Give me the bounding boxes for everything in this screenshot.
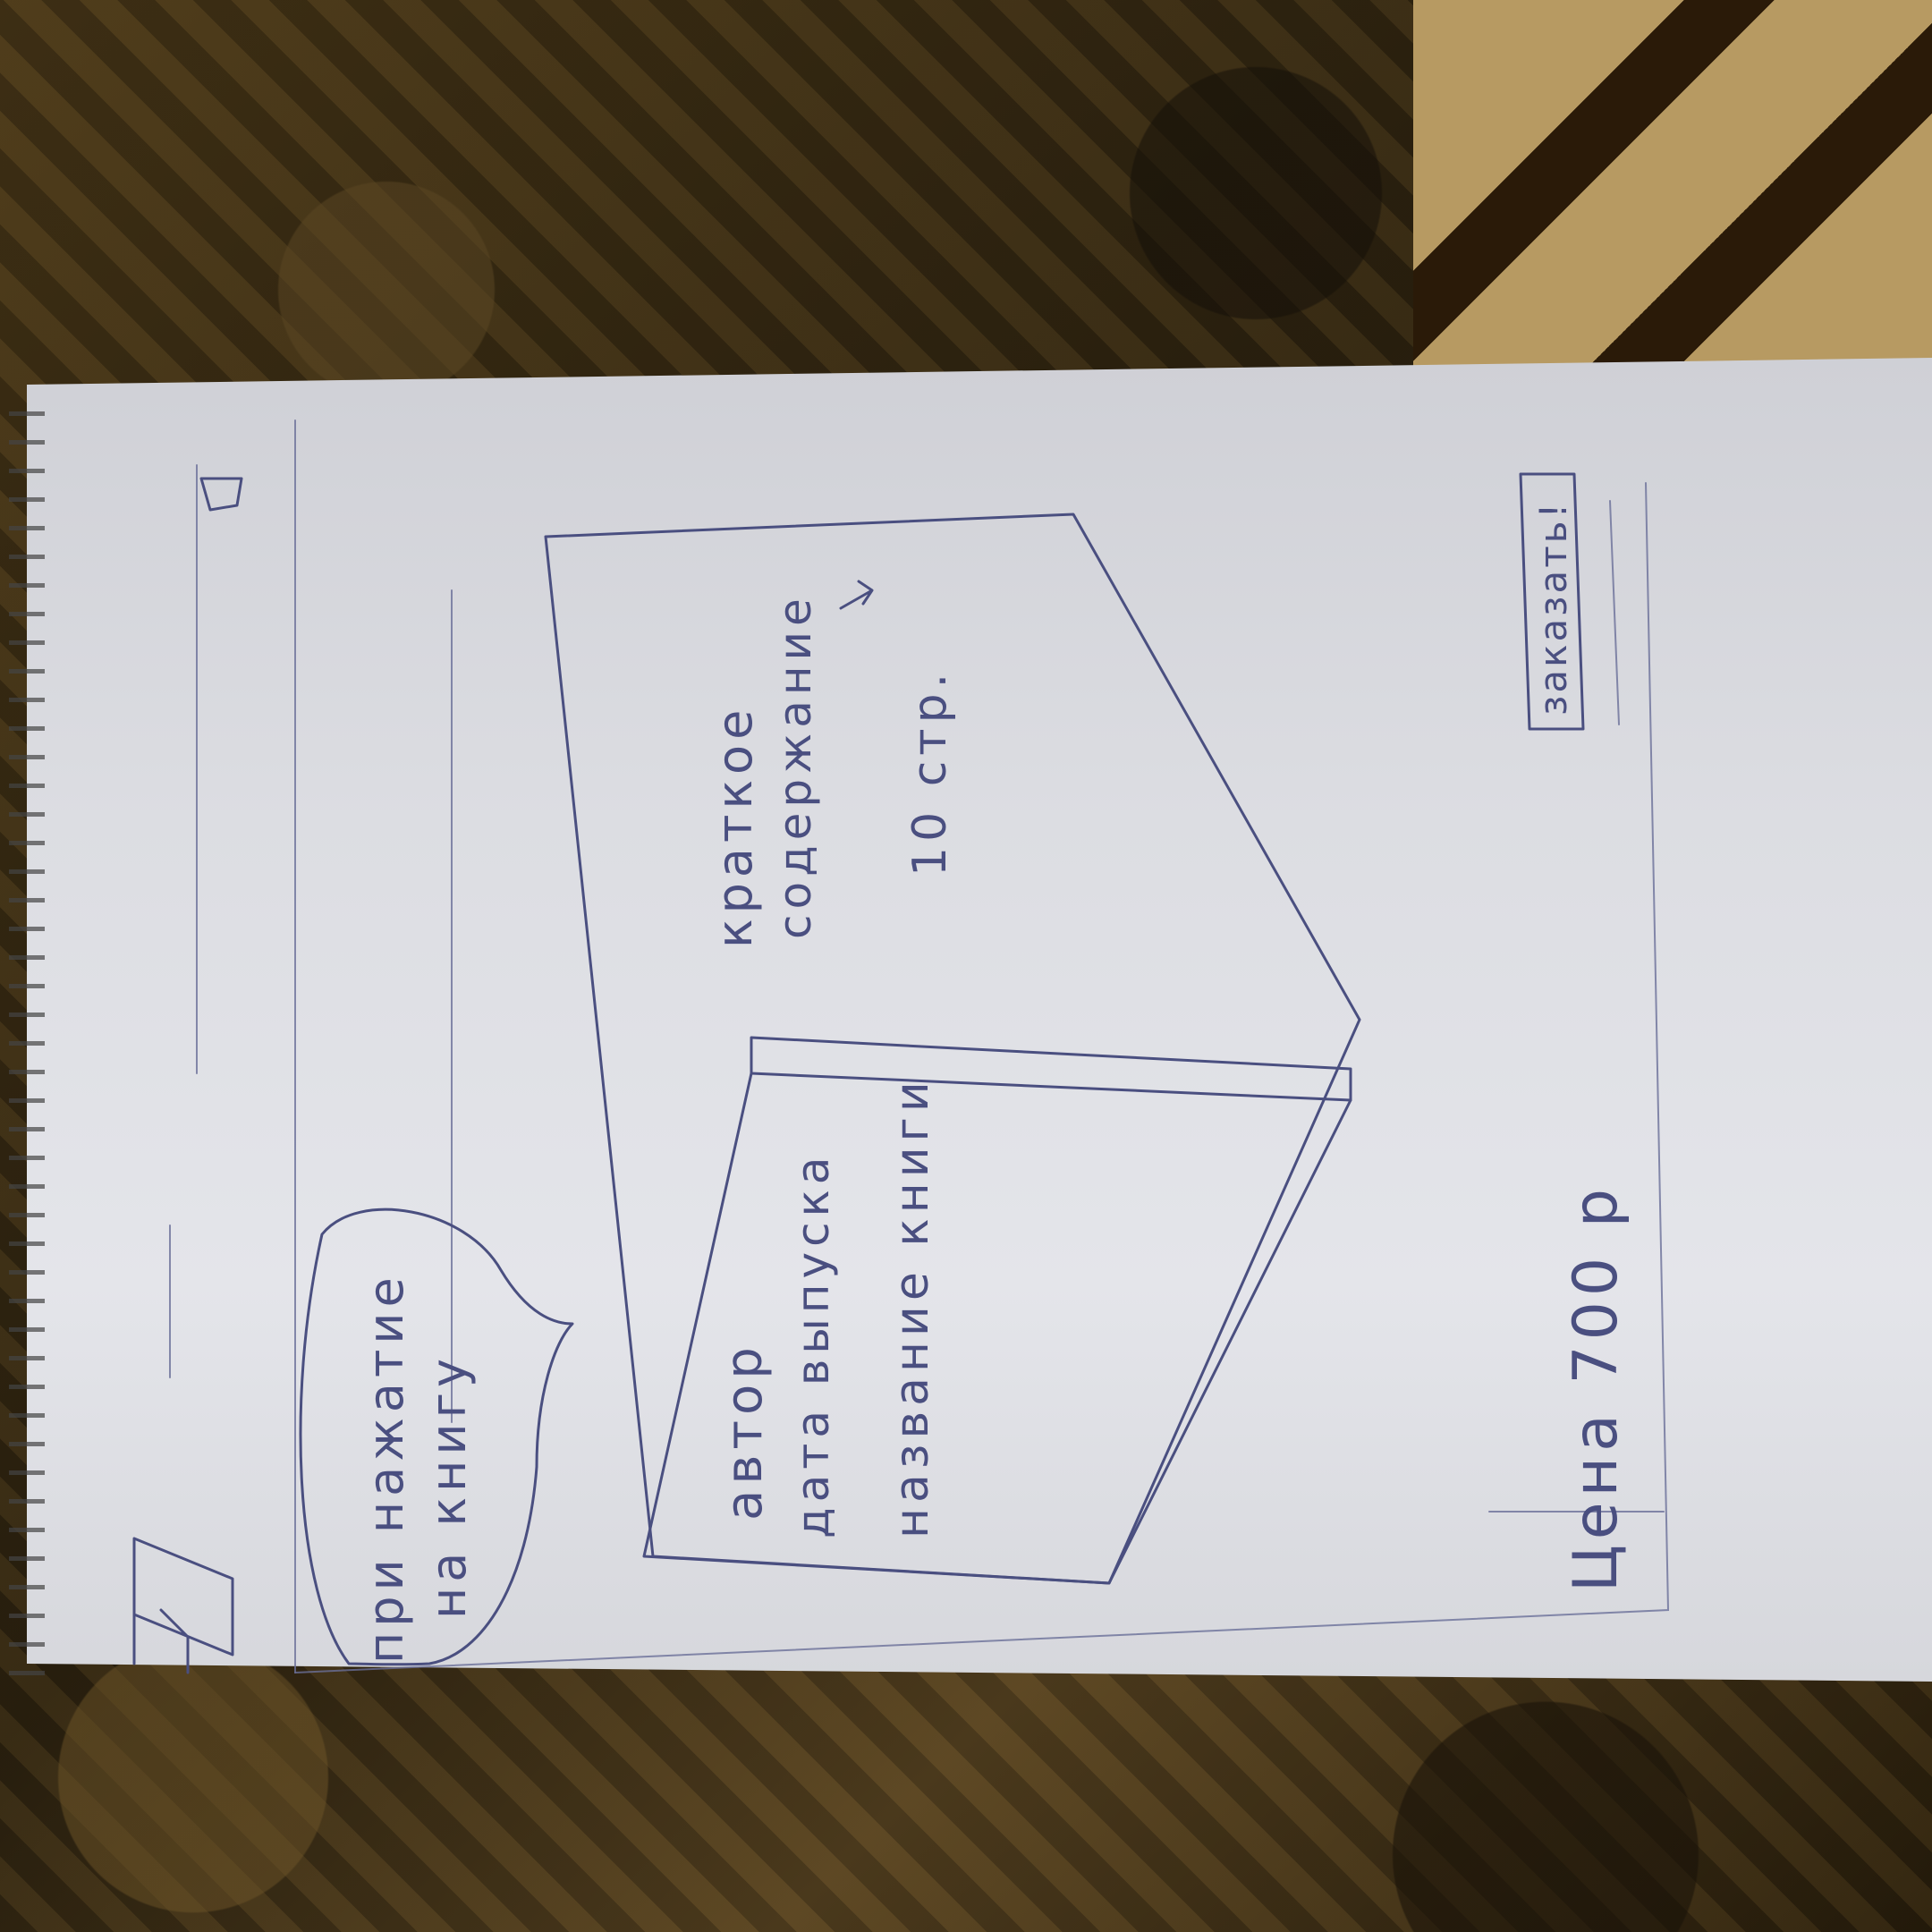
book-date-label: дата выпуска [787,1151,839,1538]
cart-icon[interactable] [199,477,243,512]
bubble-text-line1: при нажатие [358,1272,414,1664]
order-button-box[interactable] [1519,472,1585,731]
floor-tiles [1413,0,1932,385]
book-summary-label-2: содержание [769,593,821,939]
book-pages-label: 10 стр. [903,667,957,877]
book-spine [750,1036,1352,1102]
frame-right-line [294,482,1670,1674]
bubble-text-line2: на книгу [420,1353,477,1619]
book-right-page-outline[interactable] [544,513,1361,1585]
book-title-label: название книги [886,1076,939,1538]
notebook-spiral [9,411,45,1682]
order-button[interactable]: заказать! [1531,500,1575,716]
notebook-sheet [27,358,1932,1682]
book-left-page-outline[interactable] [642,1072,1352,1585]
book-author-label: автор [716,1342,774,1521]
book-logo-icon[interactable] [132,1537,234,1674]
next-arrow-icon[interactable] [839,580,874,610]
price-label: Цена 700 р [1561,1183,1631,1592]
book-summary-label-1: краткое [707,704,763,948]
order-button-shadow [1609,500,1620,725]
speech-bubble [299,1208,574,1666]
